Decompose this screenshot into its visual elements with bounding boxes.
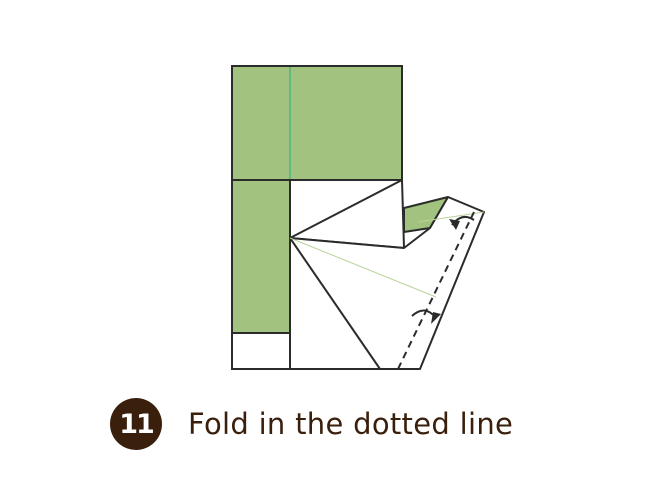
- top-green-panel: [231, 65, 403, 181]
- upper-white-triangle: [289, 179, 405, 249]
- step-caption: 11 Fold in the dotted line: [110, 398, 513, 450]
- bottom-white-square: [231, 332, 291, 370]
- step-instruction: Fold in the dotted line: [188, 407, 514, 441]
- crease-line-faint: [289, 237, 437, 298]
- fold-arrow-icon: [411, 309, 441, 324]
- left-green-strip: [231, 179, 291, 334]
- fold-arrow-icon: [449, 215, 475, 230]
- step-number-badge: 11: [110, 398, 162, 450]
- dotted-fold-line: [397, 211, 475, 370]
